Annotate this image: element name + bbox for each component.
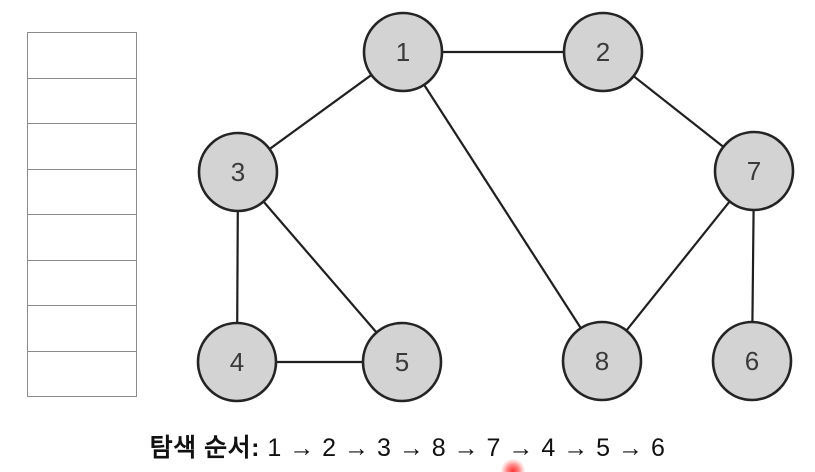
caption: 탐색 순서: 1 → 2 → 3 → 8 → 7 → 4 → 5 → 6 — [0, 428, 815, 464]
graph-node-4: 4 — [196, 321, 278, 403]
node-label-5: 5 — [395, 347, 409, 377]
table-cell — [28, 124, 136, 170]
edge-7-8 — [601, 170, 755, 362]
caption-separator: : — [251, 434, 268, 462]
graph-node-2: 2 — [562, 11, 644, 93]
graph-node-7: 7 — [713, 130, 795, 212]
table-cell — [28, 215, 136, 261]
node-label-8: 8 — [595, 346, 609, 376]
graph-node-1: 1 — [362, 11, 444, 93]
node-circle-8 — [561, 320, 643, 402]
node-label-7: 7 — [747, 156, 761, 186]
caption-label: 탐색 순서 — [149, 434, 252, 462]
graph-node-5: 5 — [361, 321, 443, 403]
node-circle-2 — [562, 11, 644, 93]
table-cell — [28, 79, 136, 124]
table-cell — [28, 261, 136, 306]
node-label-6: 6 — [745, 346, 759, 376]
table-cell — [28, 33, 136, 79]
graph-node-6: 6 — [711, 320, 793, 402]
node-circle-7 — [713, 130, 795, 212]
node-label-3: 3 — [231, 157, 245, 187]
edge-3-5 — [237, 171, 403, 363]
node-circle-3 — [197, 131, 279, 213]
node-circle-4 — [196, 321, 278, 403]
node-label-1: 1 — [396, 37, 410, 67]
graph-node-8: 8 — [561, 320, 643, 402]
node-label-2: 2 — [596, 37, 610, 67]
node-circle-1 — [362, 11, 444, 93]
graph-node-3: 3 — [197, 131, 279, 213]
edge-1-8 — [402, 51, 603, 362]
node-circle-6 — [711, 320, 793, 402]
caption-sequence: 1 → 2 → 3 → 8 → 7 → 4 → 5 → 6 — [267, 434, 666, 462]
visit-order-table — [27, 32, 137, 397]
node-label-4: 4 — [230, 347, 244, 377]
table-cell — [28, 306, 136, 352]
node-circle-5 — [361, 321, 443, 403]
table-cell — [28, 170, 136, 215]
